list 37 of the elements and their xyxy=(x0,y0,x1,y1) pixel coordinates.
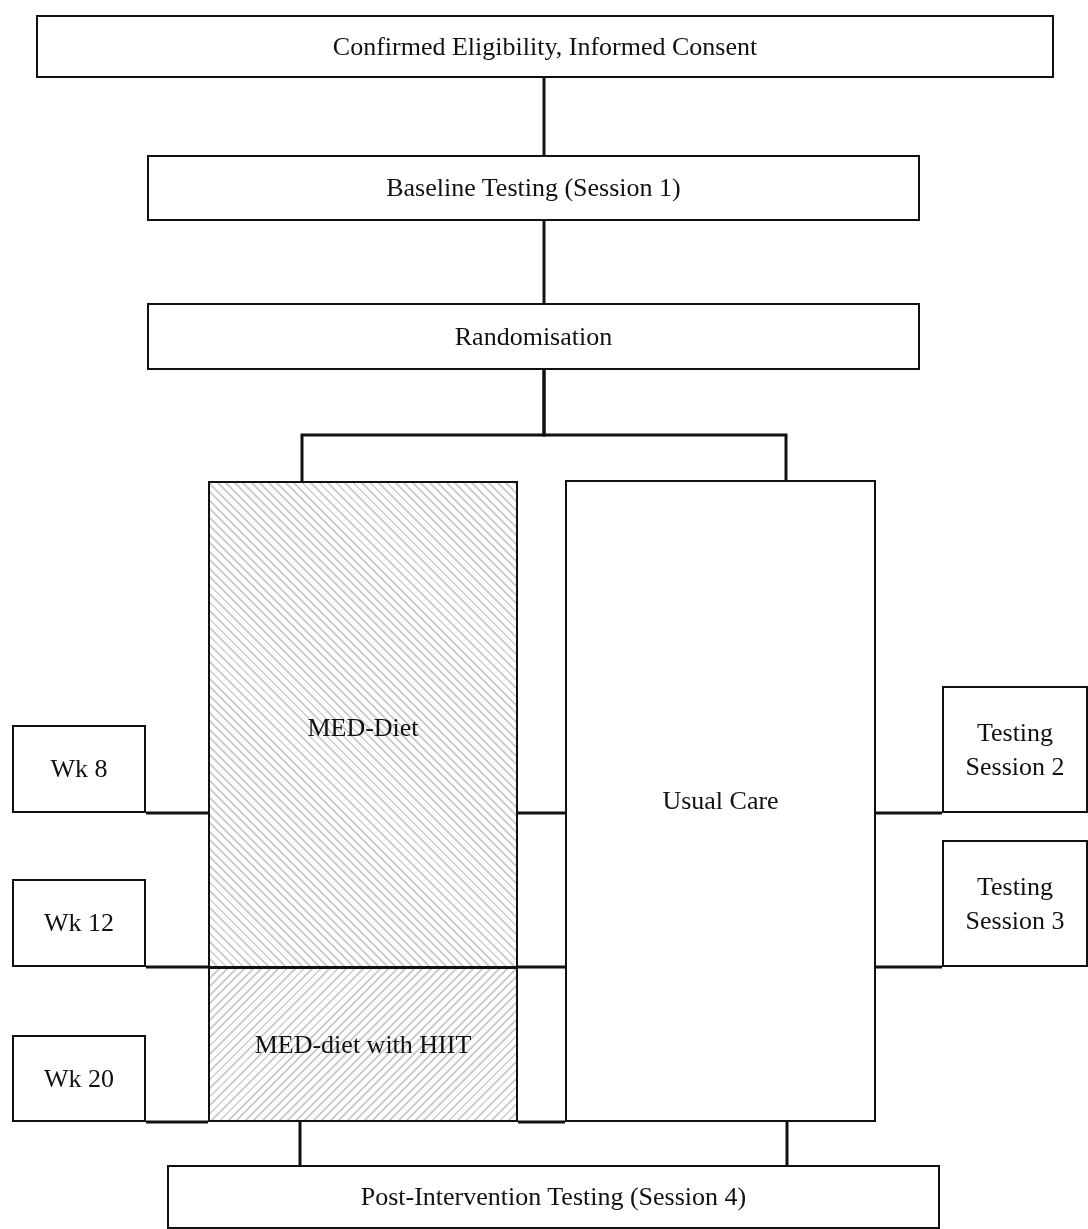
timepoint-box xyxy=(12,879,146,967)
intervention-box xyxy=(208,967,518,1122)
connector-line xyxy=(146,965,208,969)
node-label: Testing Session 3 xyxy=(964,870,1066,937)
process-box xyxy=(147,155,920,221)
node-label: Randomisation xyxy=(454,320,613,353)
connector-line xyxy=(518,811,565,815)
intervention-box xyxy=(208,481,518,968)
process-box xyxy=(167,1165,940,1229)
process-box xyxy=(36,15,1054,78)
connector-line xyxy=(518,1120,565,1124)
connector-line xyxy=(785,1122,789,1165)
timepoint-box xyxy=(12,1035,146,1122)
node-label: Wk 12 xyxy=(43,907,114,940)
connector-line xyxy=(542,370,788,480)
session-box xyxy=(942,686,1088,813)
node-label: Wk 8 xyxy=(50,753,108,786)
process-box xyxy=(147,303,920,370)
node-label: Baseline Testing (Session 1) xyxy=(386,172,681,205)
connector-line xyxy=(542,78,546,155)
control-box xyxy=(565,480,876,1122)
connector-line xyxy=(146,1120,208,1124)
node-label: Testing Session 2 xyxy=(964,716,1066,783)
connector-line xyxy=(518,965,565,969)
connector-line xyxy=(146,811,208,815)
session-box xyxy=(942,840,1088,967)
timepoint-box xyxy=(12,725,146,813)
connector-line xyxy=(876,811,942,815)
node-label: Usual Care xyxy=(662,785,779,818)
connector-line xyxy=(542,221,546,303)
node-label: Wk 20 xyxy=(43,1062,114,1095)
connector-line xyxy=(876,965,942,969)
connector-line xyxy=(298,1122,302,1165)
node-label: MED-diet with HIIT xyxy=(254,1028,472,1061)
node-label: MED-Diet xyxy=(307,712,419,744)
node-label: Confirmed Eligibility, Informed Consent xyxy=(332,30,758,63)
node-label: Post-Intervention Testing (Session 4) xyxy=(360,1181,747,1214)
